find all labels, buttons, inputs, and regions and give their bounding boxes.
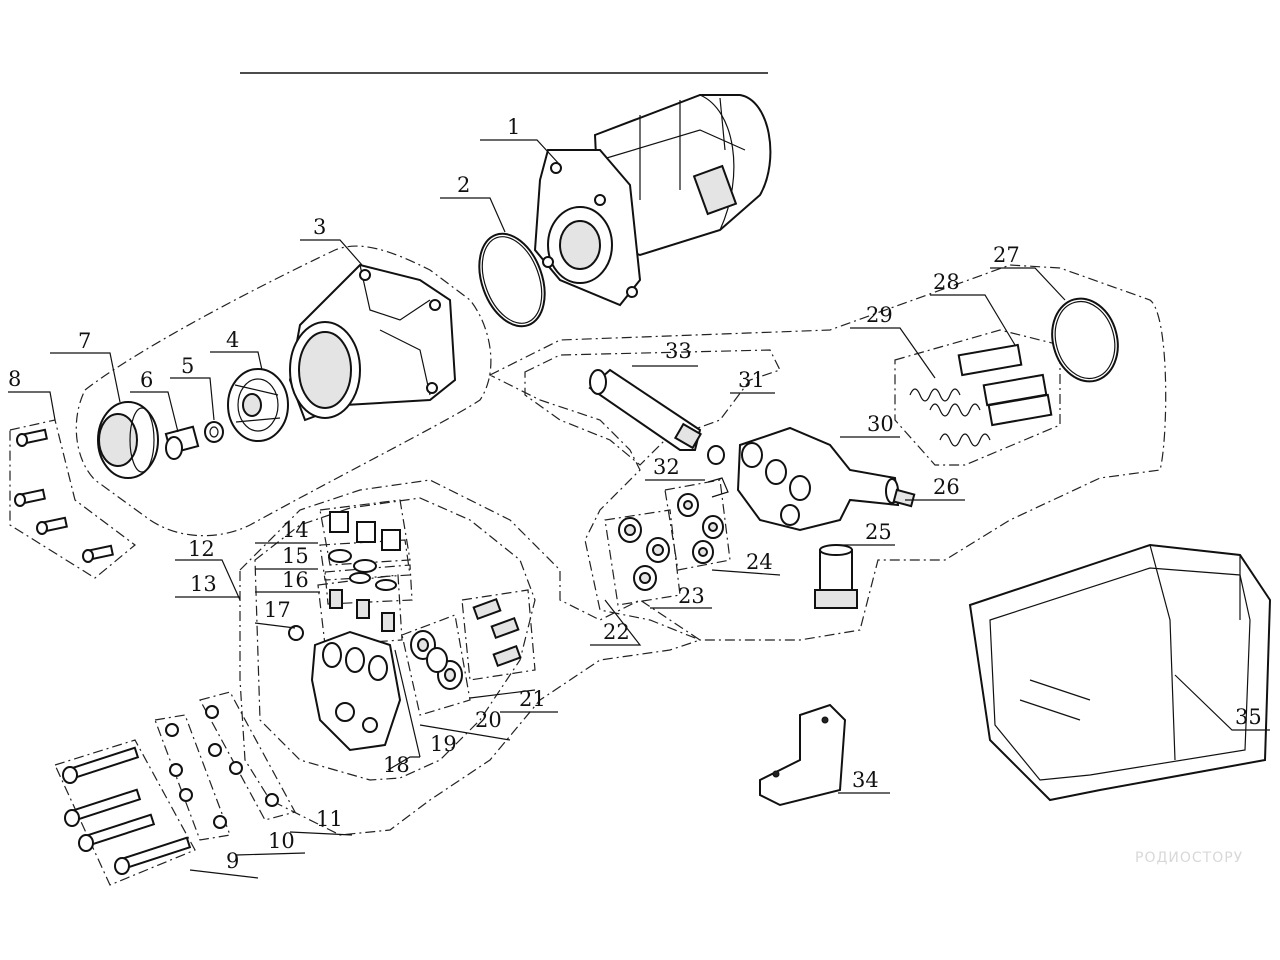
washers-10-box bbox=[154, 714, 231, 841]
callout-8: 8 bbox=[8, 367, 21, 391]
callout-5: 5 bbox=[181, 354, 194, 378]
callout-10: 10 bbox=[268, 829, 295, 853]
pump-housing-part-3 bbox=[288, 263, 457, 422]
washers-part-11 bbox=[205, 705, 279, 807]
callout-31: 31 bbox=[738, 368, 765, 392]
callout-25: 25 bbox=[865, 520, 892, 544]
valves-part-21 bbox=[472, 597, 522, 668]
callout-28: 28 bbox=[933, 270, 960, 294]
pistons-part-28 bbox=[957, 343, 1053, 427]
seal-23-box bbox=[604, 509, 681, 606]
callout-labels: 1 2 3 4 5 6 7 8 9 10 11 12 13 14 15 16 1… bbox=[8, 115, 1262, 873]
pump-head-inner-outline bbox=[254, 497, 536, 781]
long-bolts-part-9 bbox=[62, 746, 192, 875]
tube-part-33 bbox=[588, 368, 703, 451]
seal-14-box bbox=[319, 499, 411, 566]
callout-16: 16 bbox=[282, 568, 309, 592]
callout-9: 9 bbox=[226, 849, 239, 873]
callout-30: 30 bbox=[867, 412, 894, 436]
oring-16-box bbox=[324, 564, 413, 605]
callout-29: 29 bbox=[866, 303, 893, 327]
springs-29-group-outline bbox=[894, 329, 1061, 466]
seals-part-24 bbox=[677, 493, 724, 564]
callout-14: 14 bbox=[282, 518, 309, 542]
bolt-part-6 bbox=[164, 425, 200, 460]
callout-24: 24 bbox=[746, 550, 773, 574]
washer-part-31 bbox=[707, 445, 725, 465]
callout-17: 17 bbox=[264, 598, 291, 622]
motor-part-1 bbox=[533, 94, 772, 307]
caps-part-14 bbox=[329, 511, 401, 551]
callout-3: 3 bbox=[313, 215, 326, 239]
pump-head-part-18 bbox=[310, 630, 402, 752]
valves-part-17 bbox=[288, 589, 395, 641]
right-cylinder-head-group-outline bbox=[488, 264, 1167, 641]
leader-lines bbox=[8, 139, 1270, 879]
valve-21-box bbox=[461, 589, 536, 681]
callout-1: 1 bbox=[507, 115, 520, 139]
washer-part-5 bbox=[204, 421, 224, 443]
callout-15: 15 bbox=[282, 544, 309, 568]
watermark: РОДИОСТОРУ bbox=[1135, 850, 1243, 866]
o-ring-part-27 bbox=[1051, 297, 1119, 383]
callout-2: 2 bbox=[457, 173, 470, 197]
callout-12: 12 bbox=[188, 537, 215, 561]
unloader-valve-part-25 bbox=[814, 544, 858, 609]
swash-plate-part-4 bbox=[227, 368, 289, 442]
washers-part-10 bbox=[165, 723, 227, 829]
cylinder-head-part-30 bbox=[736, 426, 900, 532]
valve-17-box bbox=[317, 574, 403, 646]
callout-32: 32 bbox=[653, 455, 680, 479]
seal-ring-part-7 bbox=[97, 401, 159, 479]
bolts-part-8 bbox=[14, 428, 114, 563]
seals-part-19 bbox=[410, 630, 463, 690]
callout-33: 33 bbox=[665, 339, 692, 363]
seal-19-box bbox=[401, 614, 471, 716]
pump-head-large-outline bbox=[239, 479, 702, 836]
callout-26: 26 bbox=[933, 475, 960, 499]
shroud-part-35 bbox=[968, 543, 1272, 802]
callout-18: 18 bbox=[383, 753, 410, 777]
callout-34: 34 bbox=[852, 768, 879, 792]
callout-4: 4 bbox=[226, 328, 239, 352]
callout-35: 35 bbox=[1235, 705, 1262, 729]
pump-housing-group-outline bbox=[75, 245, 492, 537]
callout-19: 19 bbox=[430, 732, 457, 756]
o-ring-part-2 bbox=[478, 232, 546, 328]
callout-22: 22 bbox=[603, 620, 630, 644]
springs-part-29 bbox=[909, 388, 991, 447]
callout-11: 11 bbox=[316, 807, 343, 831]
bracket-part-34 bbox=[759, 703, 847, 807]
callout-6: 6 bbox=[140, 368, 153, 392]
o-rings-part-16 bbox=[349, 572, 397, 591]
callout-23: 23 bbox=[678, 584, 705, 608]
callout-21: 21 bbox=[519, 687, 546, 711]
clip-part-32 bbox=[707, 477, 729, 498]
callout-27: 27 bbox=[993, 243, 1020, 267]
callout-7: 7 bbox=[78, 329, 91, 353]
o-rings-part-15 bbox=[328, 549, 377, 573]
washers-11-box bbox=[199, 691, 296, 821]
callout-13: 13 bbox=[190, 572, 217, 596]
seals-part-23 bbox=[618, 517, 670, 591]
callout-20: 20 bbox=[475, 708, 502, 732]
